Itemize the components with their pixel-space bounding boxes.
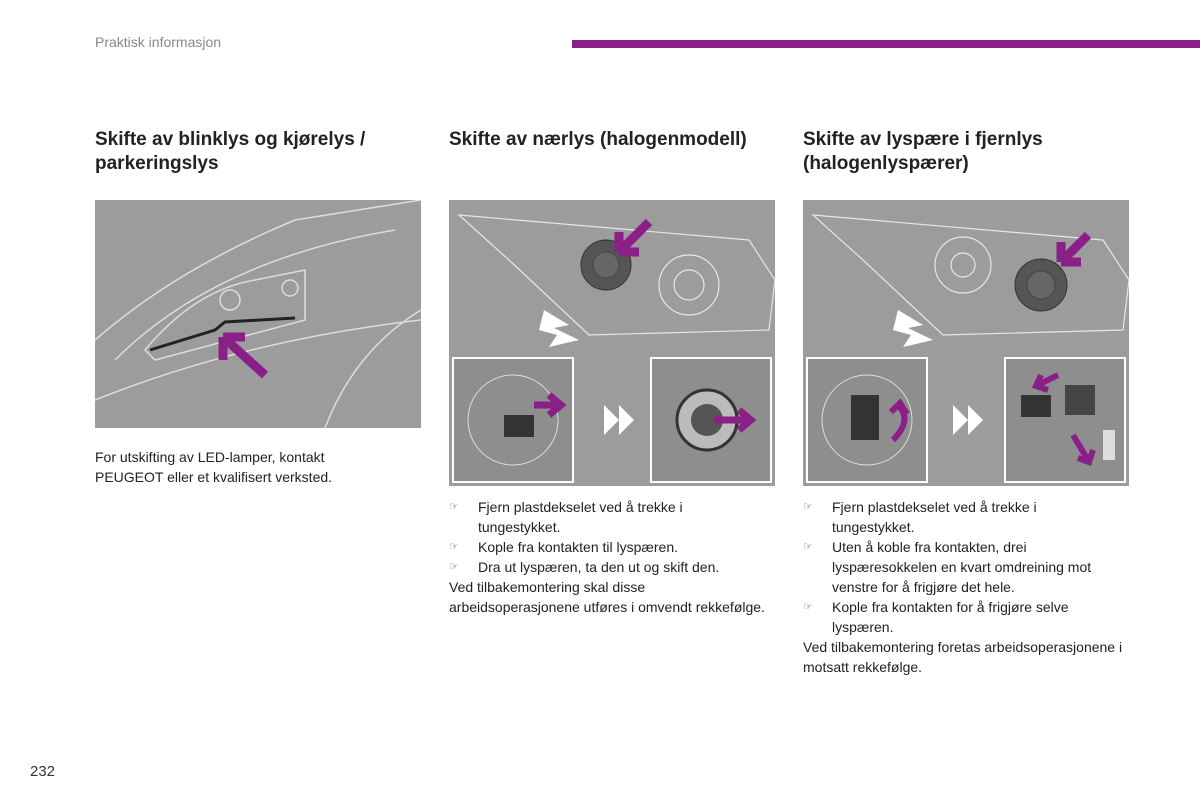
page-number: 232 — [30, 763, 56, 780]
pointing-hand-icon: ☞ — [803, 501, 813, 513]
step-item: ☞Dra ut lyspæren, ta den ut og skift den… — [449, 559, 720, 575]
section-header: Praktisk informasjon — [95, 34, 222, 50]
column-led-lamps: Skifte av blinklys og kjørelys / parkeri… — [95, 128, 425, 176]
step-item: ☞Uten å koble fra kontakten, drei lyspær… — [803, 539, 1092, 595]
led-note: For utskifting av LED-lamper, kontakt PE… — [95, 449, 333, 485]
high-beam-illustration — [803, 200, 1129, 486]
column-high-beam: Skifte av lyspære i fjernlys (halogenlys… — [803, 128, 1133, 176]
column-low-beam: Skifte av nærlys (halogenmodell) — [449, 128, 779, 152]
pointing-hand-icon: ☞ — [803, 601, 813, 613]
heading: Skifte av blinklys og kjørelys / parkeri… — [95, 129, 366, 174]
pointing-hand-icon: ☞ — [803, 541, 813, 553]
step-item: ☞Fjern plastdekselet ved å trekke i tung… — [803, 499, 1037, 535]
heading: Skifte av lyspære i fjernlys (halogenlys… — [803, 129, 1043, 174]
pointing-hand-icon: ☞ — [449, 561, 459, 573]
pointing-hand-icon: ☞ — [449, 501, 459, 513]
pointing-hand-icon: ☞ — [449, 541, 459, 553]
step-item: ☞Kople fra kontakten til lyspæren. — [449, 539, 678, 555]
low-beam-illustration — [449, 200, 775, 486]
headlamp-illustration — [95, 200, 421, 428]
reassembly-note: Ved tilbakemontering foretas arbeidsoper… — [803, 639, 1123, 675]
heading: Skifte av nærlys (halogenmodell) — [449, 129, 747, 150]
reassembly-note: Ved tilbakemontering skal disse arbeidso… — [449, 579, 765, 615]
step-item: ☞Fjern plastdekselet ved å trekke i tung… — [449, 499, 683, 535]
step-item: ☞Kople fra kontakten for å frigjøre selv… — [803, 599, 1069, 635]
high-beam-instructions: ☞Fjern plastdekselet ved å trekke i tung… — [803, 497, 1123, 677]
header-accent-bar — [572, 40, 1200, 48]
low-beam-instructions: ☞Fjern plastdekselet ved å trekke i tung… — [449, 497, 769, 617]
